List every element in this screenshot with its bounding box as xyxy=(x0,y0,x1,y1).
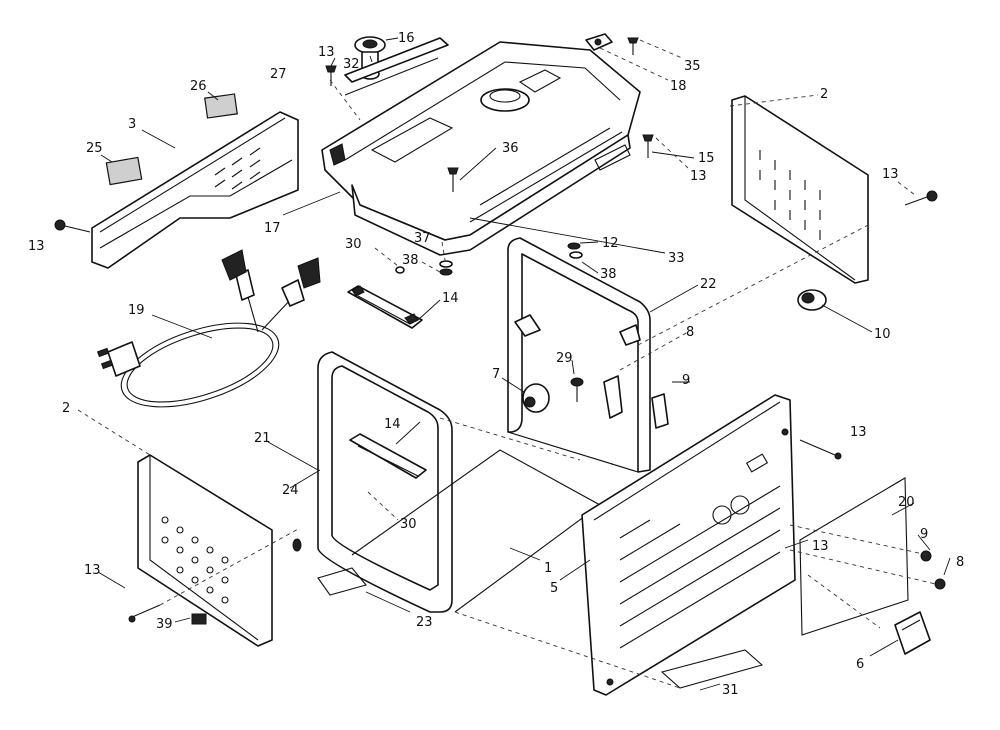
callout-13: 13 xyxy=(882,167,899,182)
leader-lines xyxy=(77,37,951,691)
callout-13: 13 xyxy=(28,239,45,254)
callout-21: 21 xyxy=(254,431,271,446)
callout-13: 13 xyxy=(812,539,829,554)
control-panel xyxy=(581,394,796,696)
battery-charge-cable xyxy=(96,249,321,408)
callout-31: 31 xyxy=(722,683,739,698)
callout-27: 27 xyxy=(270,67,287,82)
callout-24: 24 xyxy=(282,483,299,498)
callout-18: 18 xyxy=(670,79,687,94)
mount-plate-23 xyxy=(317,567,367,596)
callout-25: 25 xyxy=(86,141,103,156)
callout-23: 23 xyxy=(416,615,433,630)
receptacle-6 xyxy=(894,611,931,655)
callout-1: 1 xyxy=(544,561,552,576)
carry-handle-upper xyxy=(347,285,423,329)
frame-right xyxy=(507,237,651,473)
screw-frame-right xyxy=(799,439,842,460)
callout-22: 22 xyxy=(700,277,717,292)
callout-15: 15 xyxy=(698,151,715,166)
knobs-right xyxy=(920,550,946,590)
outlet-7 xyxy=(522,383,550,413)
callout-37: 37 xyxy=(414,231,431,246)
callout-7: 7 xyxy=(492,367,500,382)
callout-26: 26 xyxy=(190,79,207,94)
callout-19: 19 xyxy=(128,303,145,318)
callout-9: 9 xyxy=(920,527,928,542)
side-rail xyxy=(91,111,299,269)
callout-39: 39 xyxy=(156,617,173,632)
callout-32: 32 xyxy=(343,57,360,72)
callout-2: 2 xyxy=(820,87,828,102)
side-panel-left xyxy=(137,454,273,647)
callout-13: 13 xyxy=(84,563,101,578)
circuit-breaker xyxy=(797,289,827,311)
side-panel-right xyxy=(731,95,869,284)
callout-numbers: 13 32 16 27 35 18 26 3 2 25 36 15 13 13 … xyxy=(28,31,964,698)
callout-13: 13 xyxy=(690,169,707,184)
label-decal-25 xyxy=(105,156,143,186)
rail-screw xyxy=(54,219,91,233)
callout-20: 20 xyxy=(898,495,915,510)
callout-17: 17 xyxy=(264,221,281,236)
fuel-tank xyxy=(321,41,641,256)
callout-13: 13 xyxy=(850,425,867,440)
stud-24 xyxy=(292,538,302,552)
tank-screws xyxy=(325,33,654,192)
callout-38: 38 xyxy=(402,253,419,268)
callout-8: 8 xyxy=(956,555,964,570)
callout-3: 3 xyxy=(128,117,136,132)
callout-5: 5 xyxy=(550,581,558,596)
callout-2: 2 xyxy=(62,401,70,416)
screw-29 xyxy=(570,377,584,402)
callout-30: 30 xyxy=(400,517,417,532)
callout-9: 9 xyxy=(682,373,690,388)
callout-13: 13 xyxy=(318,45,335,60)
callout-35: 35 xyxy=(684,59,701,74)
callout-16: 16 xyxy=(398,31,415,46)
fuel-gauge-bracket xyxy=(344,37,449,96)
label-decal-26 xyxy=(204,93,238,119)
callout-12: 12 xyxy=(602,236,619,251)
callout-29: 29 xyxy=(556,351,573,366)
callout-14: 14 xyxy=(442,291,459,306)
callout-8: 8 xyxy=(686,325,694,340)
callout-33: 33 xyxy=(668,251,685,266)
callout-10: 10 xyxy=(874,327,891,342)
callout-36: 36 xyxy=(502,141,519,156)
callout-14: 14 xyxy=(384,417,401,432)
bottom-plate-31 xyxy=(660,649,764,689)
callout-6: 6 xyxy=(856,657,864,672)
screw-right-panel xyxy=(904,190,938,206)
screw-left-panel xyxy=(128,604,161,623)
callout-30: 30 xyxy=(345,237,362,252)
callout-38: 38 xyxy=(600,267,617,282)
label-39 xyxy=(191,613,207,625)
base-floor xyxy=(351,417,602,613)
fasteners-mid xyxy=(395,242,583,276)
rear-cover-plate xyxy=(799,477,909,636)
outlet-9 xyxy=(603,375,669,429)
frame-left xyxy=(317,351,453,613)
